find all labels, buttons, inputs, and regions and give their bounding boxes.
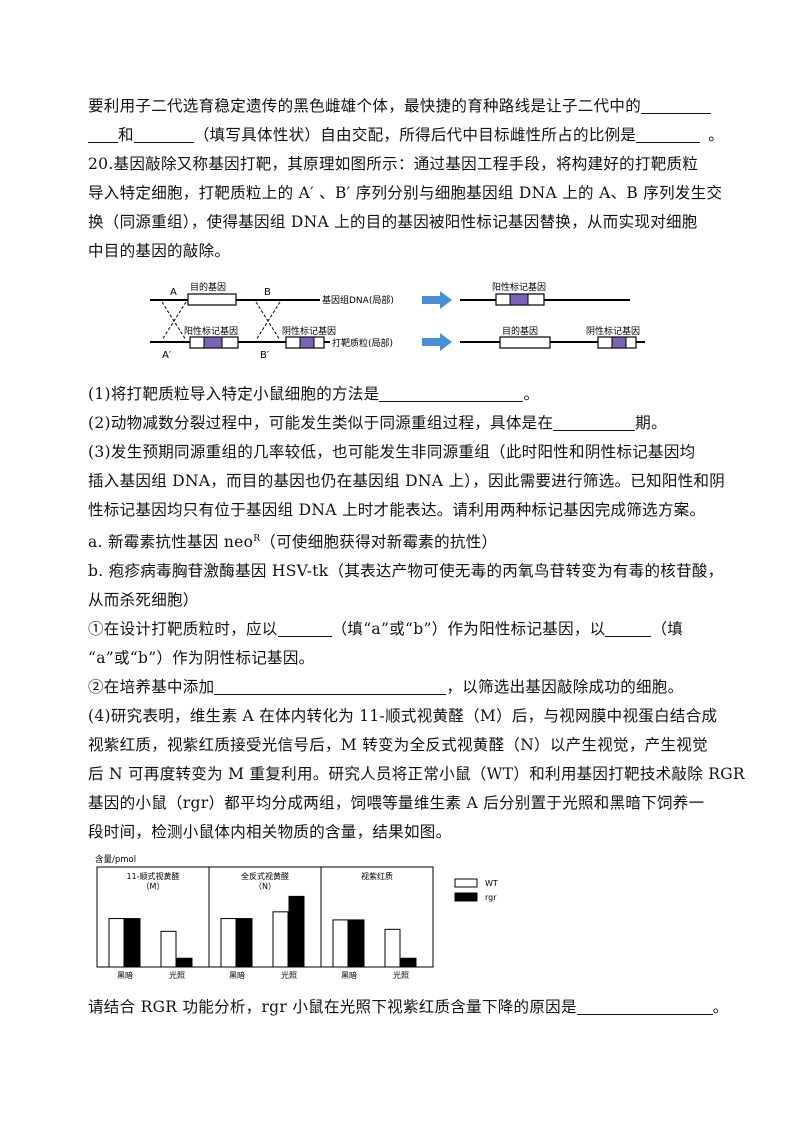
- panel-title: 11-顺式视黄醛: [126, 871, 179, 881]
- y-axis-label: 含量/pmol: [95, 854, 136, 865]
- panel-subtitle: （M）: [142, 882, 165, 891]
- target-gene-label: 目的基因: [190, 281, 226, 293]
- category-label: 光照: [393, 970, 409, 980]
- target-gene-box: [187, 293, 237, 306]
- positive-marker-label: 阳性标记基因: [184, 325, 238, 337]
- legend-swatch-wt: [454, 878, 478, 888]
- sub-question-3: (3)发生预期同源重组的几率较低，也可能发生非同源重组（此时阳性和阴性标记基因均: [88, 443, 696, 461]
- final-question: 请结合 RGR 功能分析，rgr 小鼠在光照下视紫红质含量下降的原因是。: [88, 997, 729, 1016]
- label-b: B: [264, 287, 271, 298]
- category-label: 黑暗: [117, 970, 133, 980]
- bar-wt: [384, 928, 401, 968]
- sub-question-1: (1)将打靶质粒导入特定小鼠细胞的方法是。: [88, 384, 540, 403]
- answer-blank[interactable]: [553, 413, 636, 431]
- text-line: 插入基因组 DNA，而目的基因也仍在基因组 DNA 上），因此需要进行筛选。已知…: [88, 472, 726, 490]
- answer-blank[interactable]: [636, 125, 701, 143]
- text-line: 视紫红质，视紫红质接受光信号后，M 转变为全反式视黄醛（N）以产生视觉，产生视觉: [88, 736, 708, 754]
- item-1: ①在设计打靶质粒时，应以（填“a”或“b”）作为阳性标记基因，以（填: [88, 619, 684, 638]
- result-negative-core: [611, 336, 627, 349]
- retinal-content-chart: 含量/pmol 11-顺式视黄醛（M） 黑暗 光照 全反式视黄醛（N） 黑暗 光照 视紫红质…: [95, 854, 498, 980]
- legend: WT rgr: [454, 878, 498, 902]
- text-line: 性标记基因均只有位于基因组 DNA 上时才能表达。请利用两种标记基因完成筛选方案…: [88, 501, 706, 519]
- plasmid-label: 打靶质粒(局部): [332, 337, 393, 349]
- result-positive-label: 阳性标记基因: [492, 281, 546, 293]
- panel-subtitle: （N）: [254, 882, 276, 891]
- crossover-b: [255, 301, 281, 341]
- result-positive-core: [509, 293, 529, 306]
- bar-wt: [332, 919, 349, 968]
- label-a: A: [170, 287, 177, 298]
- text-line: 基因的小鼠（rgr）都平均分成两组，饲喂等量维生素 A 后分别置于光照和黑暗下饲…: [88, 794, 705, 812]
- text-line: 后 N 可再度转变为 M 重复利用。研究人员将正常小鼠（WT）和利用基因打靶技术…: [88, 765, 745, 783]
- answer-blank[interactable]: [133, 125, 194, 143]
- legend-label-rgr: rgr: [485, 893, 497, 902]
- panel-title: 视紫红质: [361, 871, 393, 881]
- text-line: 导入特定细胞，打靶质粒上的 A′ 、B′ 序列分别与细胞基因组 DNA 上的 A…: [88, 184, 723, 202]
- crossover-a: [161, 301, 187, 341]
- text-line: 和（填写具体性状）自由交配，所得后代中目标雌性所占的比例是。: [88, 121, 724, 150]
- bar-rgr: [288, 895, 305, 968]
- document-body: 要利用子二代选育稳定遗传的黑色雌雄个体，最快捷的育种路线是让子二代中的 和（填写…: [88, 92, 745, 1022]
- bar-rgr: [124, 918, 141, 968]
- legend-swatch-rgr: [454, 892, 478, 902]
- label-b-prime: B′: [260, 350, 270, 361]
- option-a: a. 新霉素抗性基因 neoR（可使细胞获得对新霉素的抗性）: [88, 533, 498, 551]
- result-target-box: [499, 336, 551, 349]
- negative-marker-core: [299, 336, 315, 349]
- category-label: 光照: [169, 970, 185, 980]
- bar-rgr: [176, 957, 193, 968]
- category-label: 黑暗: [229, 970, 245, 980]
- option-b: b. 疱疹病毒胸苷激酶基因 HSV-tk（其表达产物可使无毒的丙氧鸟苷转变为有毒…: [88, 562, 724, 580]
- text-line: 换（同源重组），使得基因组 DNA 上的目的基因被阳性标记基因替换，从而实现对细…: [88, 213, 698, 231]
- bar-wt: [108, 918, 125, 968]
- arrow-icon: [422, 291, 452, 309]
- arrow-icon: [422, 333, 452, 351]
- text-line: 段时间，检测小鼠体内相关物质的含量，结果如图。: [88, 823, 452, 841]
- legend-label-wt: WT: [485, 879, 498, 888]
- answer-blank[interactable]: [379, 384, 524, 402]
- text-line: “a”或“b”）作为阴性标记基因。: [88, 649, 315, 667]
- answer-blank[interactable]: [576, 997, 713, 1015]
- gene-targeting-diagram: 目的基因 基因组DNA(局部) A B 阳性标记基因 阴性标记基因 打靶质粒(局…: [150, 281, 645, 361]
- genomic-dna-label: 基因组DNA(局部): [322, 294, 394, 306]
- text-line: 中目的基因的敲除。: [88, 242, 231, 260]
- answer-blank[interactable]: [214, 677, 447, 695]
- item-2: ②在培养基中添加，以筛选出基因敲除成功的细胞。: [88, 677, 684, 696]
- text-line: 要利用子二代选育稳定遗传的黑色雌雄个体，最快捷的育种路线是让子二代中的: [88, 92, 718, 121]
- bar-rgr: [348, 919, 365, 968]
- bar-rgr: [400, 957, 417, 968]
- positive-marker-core: [203, 336, 223, 349]
- panel-title: 全反式视黄醛: [241, 871, 289, 881]
- category-label: 光照: [281, 970, 297, 980]
- bar-rgr: [236, 918, 253, 968]
- answer-blank[interactable]: [277, 619, 332, 637]
- label-a-prime: A′: [162, 350, 172, 361]
- text-line: 从而杀死细胞）: [88, 591, 199, 609]
- bar-wt: [220, 918, 237, 968]
- category-label: 黑暗: [341, 970, 357, 980]
- answer-blank[interactable]: [605, 619, 652, 637]
- answer-blank[interactable]: [88, 125, 118, 143]
- sub-question-2: (2)动物减数分裂过程中，可能发生类似于同源重组过程，具体是在期。: [88, 413, 667, 432]
- chart-panel-frame: [320, 866, 434, 968]
- sub-question-4: (4)研究表明，维生素 A 在体内转化为 11-顺式视黄醛（M）后，与视网膜中视…: [88, 707, 718, 725]
- bar-wt: [160, 930, 177, 968]
- negative-marker-label: 阴性标记基因: [282, 325, 336, 337]
- bar-wt: [272, 911, 289, 968]
- result-target-label: 目的基因: [502, 325, 538, 337]
- result-negative-label: 阴性标记基因: [586, 325, 640, 337]
- question-20-line: 20.基因敲除又称基因打靶，其原理如图所示：通过基因工程手段，将构建好的打靶质粒: [88, 155, 699, 173]
- answer-blank[interactable]: [641, 96, 712, 114]
